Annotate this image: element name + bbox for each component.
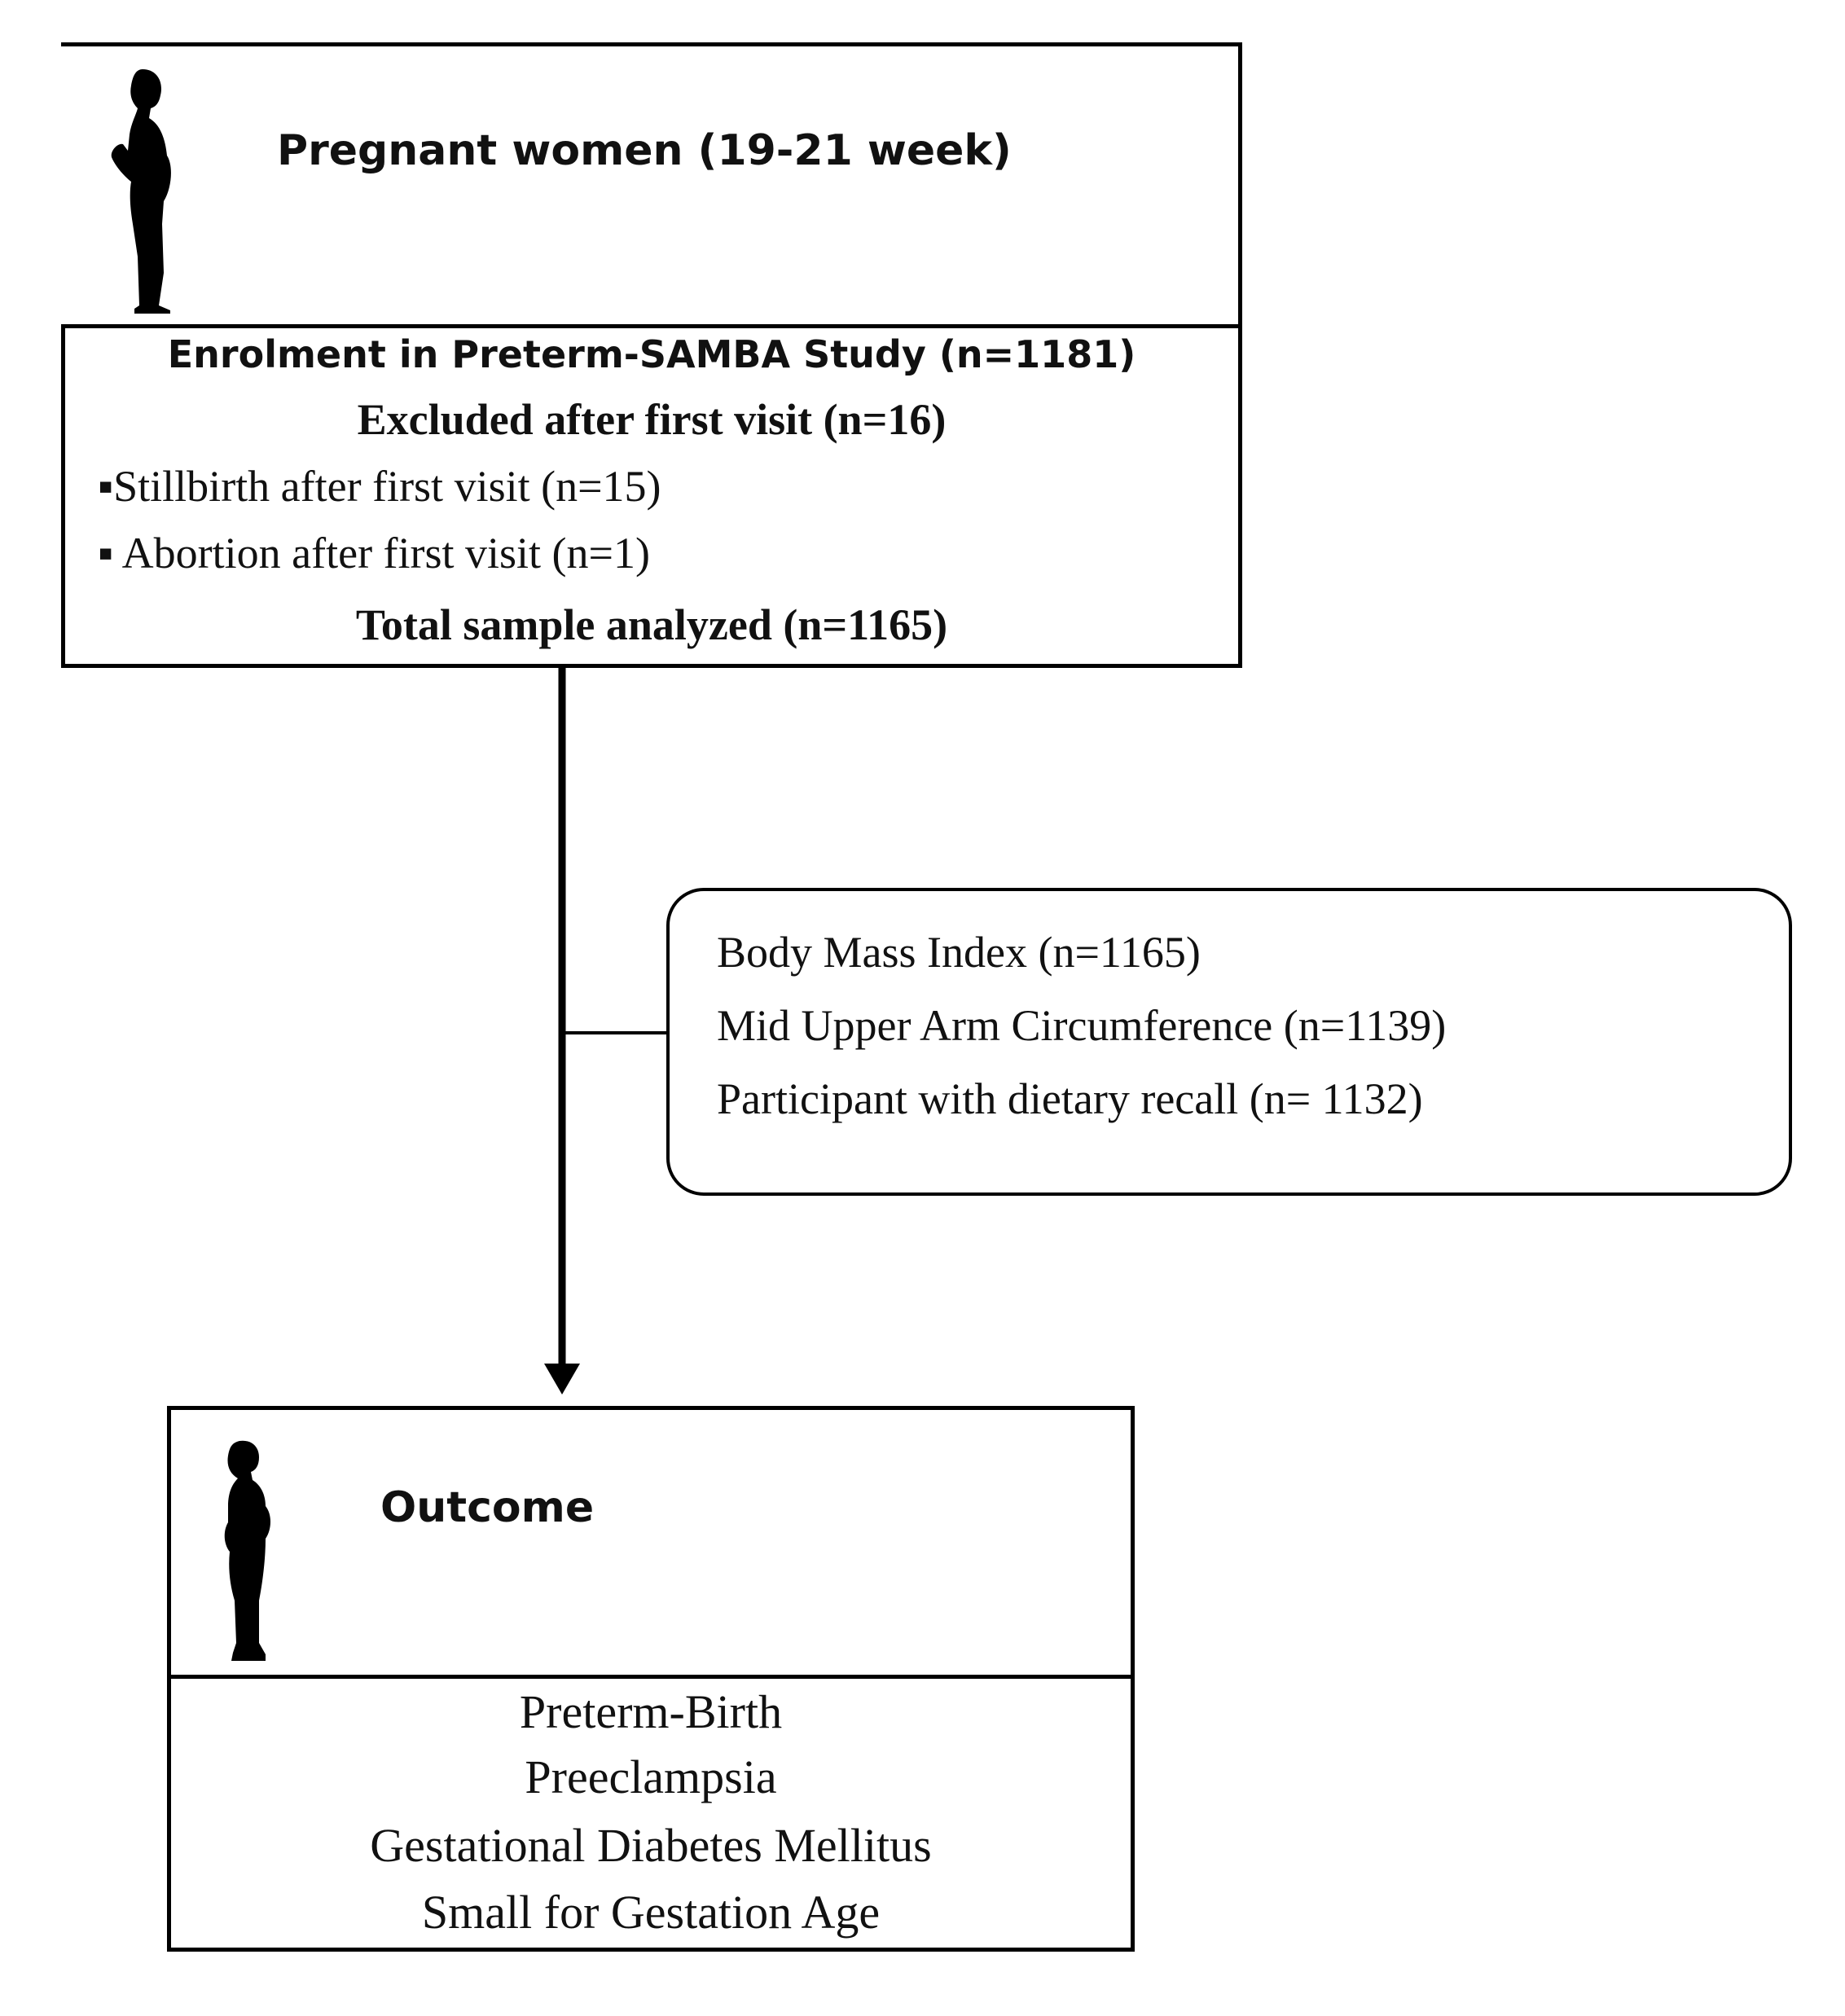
exclusion-item-abortion: ▪ Abortion after first visit (n=1)	[98, 529, 650, 578]
pregnant-woman-icon	[111, 69, 171, 314]
measure-item-dietary-recall: Participant with dietary recall (n= 1132…	[717, 1074, 1423, 1123]
total-sample: Total sample analyzed (n=1165)	[355, 600, 948, 649]
outcome-item-gdm: Gestational Diabetes Mellitus	[370, 1819, 932, 1872]
excluded-count: Excluded after first visit (n=16)	[357, 395, 947, 444]
outcome-item-preeclampsia: Preeclampsia	[525, 1750, 777, 1803]
arrowhead-icon	[544, 1364, 580, 1395]
outcome-item-sga: Small for Gestation Age	[421, 1886, 881, 1939]
outcome-title: Outcome	[380, 1483, 595, 1532]
enrolment-details-box	[61, 324, 1242, 668]
pregnant-woman-icon	[224, 1440, 270, 1661]
outcome-item-preterm-birth: Preterm-Birth	[519, 1685, 783, 1738]
outcome-header-box: Outcome	[167, 1406, 1135, 1678]
enrolment-count: Enrolment in Preterm-SAMBA Study (n=1181…	[167, 332, 1136, 376]
measures-box	[666, 888, 1792, 1196]
enrolment-title: Pregnant women (19-21 week)	[277, 126, 1012, 175]
outcome-details-box	[167, 1675, 1135, 1952]
enrolment-header-box: Pregnant women (19-21 week)	[61, 42, 1242, 327]
measure-item-bmi: Body Mass Index (n=1165)	[717, 928, 1201, 977]
exclusion-item-stillbirth: ▪Stillbirth after first visit (n=15)	[98, 462, 661, 511]
measure-item-muac: Mid Upper Arm Circumference (n=1139)	[717, 1001, 1447, 1050]
